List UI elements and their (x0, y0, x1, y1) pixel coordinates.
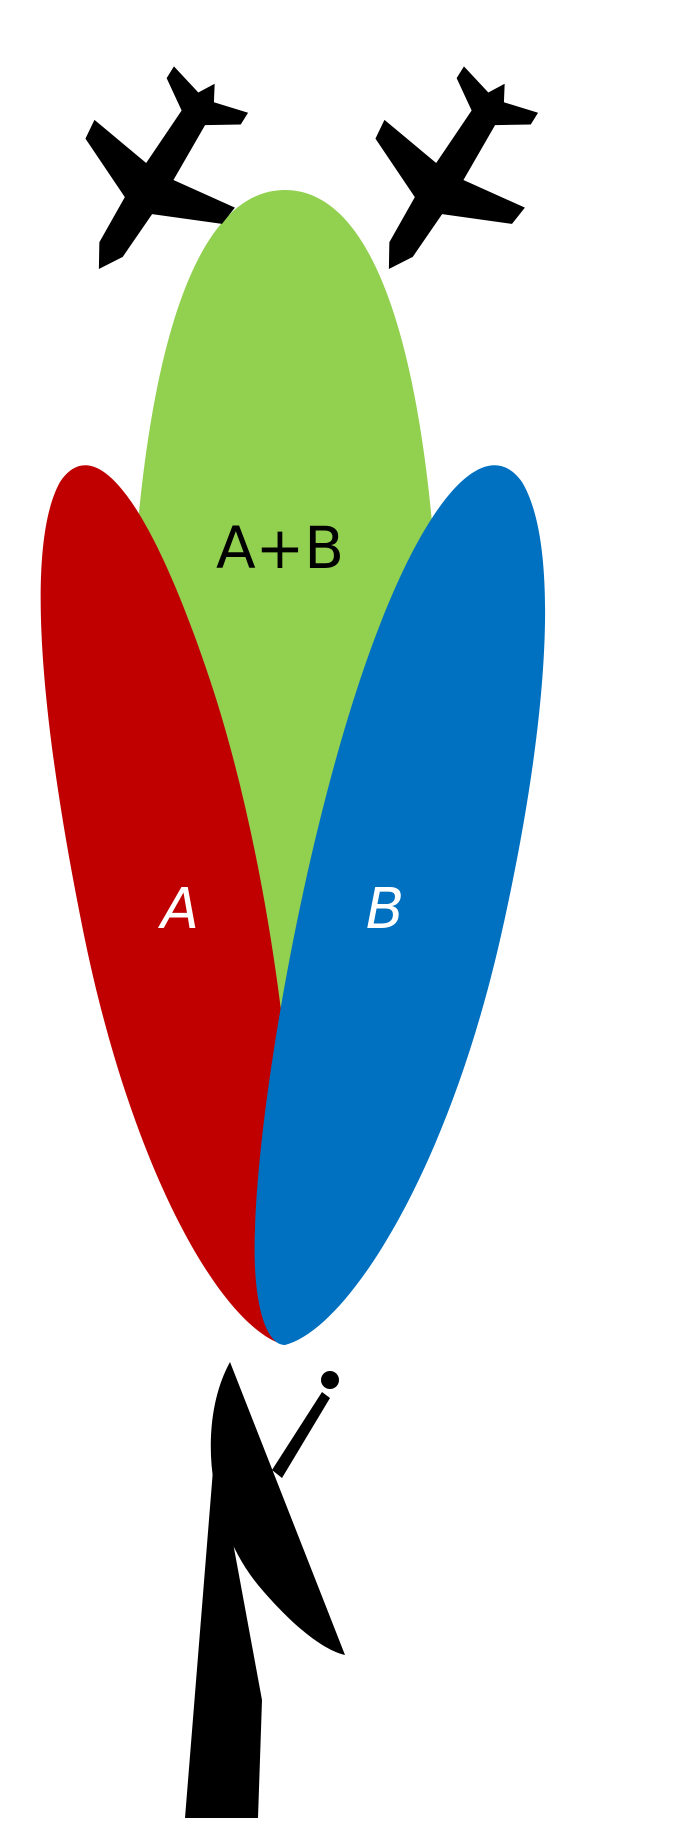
beam-b-label: B (366, 877, 404, 942)
beam-a-label: A (158, 877, 199, 942)
sum-beam-label: A+B (216, 514, 344, 582)
beam-b-lobe (254, 465, 546, 1345)
radar-dish-icon (185, 1362, 345, 1818)
beam-a-lobe (40, 465, 294, 1345)
